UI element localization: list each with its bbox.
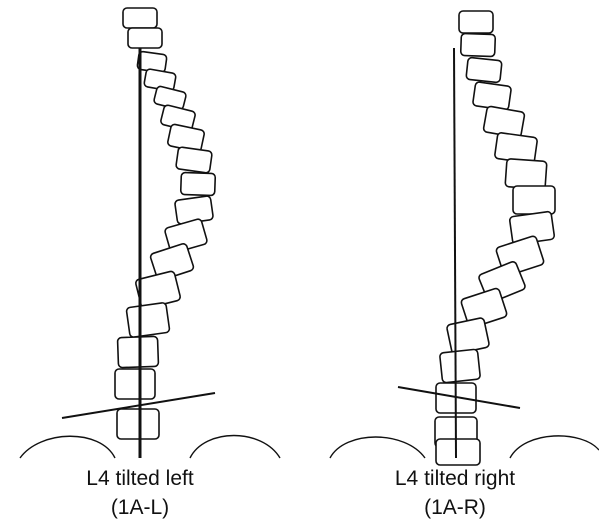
vertebra	[176, 147, 213, 174]
vertebra	[128, 28, 162, 48]
spine-panel-left	[20, 8, 280, 458]
caption-left-code: (1A-L)	[0, 493, 280, 522]
vertebra	[513, 186, 555, 214]
vertebra	[446, 317, 489, 354]
vertebra	[126, 302, 170, 337]
caption-right-title: L4 tilted right	[315, 464, 595, 493]
vertebra	[117, 336, 158, 367]
pelvis-arc	[190, 436, 280, 459]
caption-left-title: L4 tilted left	[0, 464, 280, 493]
caption-left: L4 tilted left (1A-L)	[0, 464, 280, 522]
vertebra	[466, 57, 502, 82]
caption-right-code: (1A-R)	[315, 493, 595, 522]
pelvis-arc	[510, 436, 599, 458]
caption-right: L4 tilted right (1A-R)	[315, 464, 595, 522]
vertebra	[436, 439, 480, 465]
vertebra	[461, 33, 496, 56]
pelvis-arc	[330, 437, 425, 458]
vertebra	[115, 369, 155, 399]
vertebra	[117, 409, 159, 439]
vertebra	[123, 8, 157, 28]
pelvis-arc	[20, 436, 115, 458]
vertebra	[505, 159, 547, 190]
vertebra	[181, 172, 216, 195]
vertebra	[440, 349, 481, 383]
spine-panel-right	[330, 11, 599, 465]
vertebra	[459, 11, 493, 33]
